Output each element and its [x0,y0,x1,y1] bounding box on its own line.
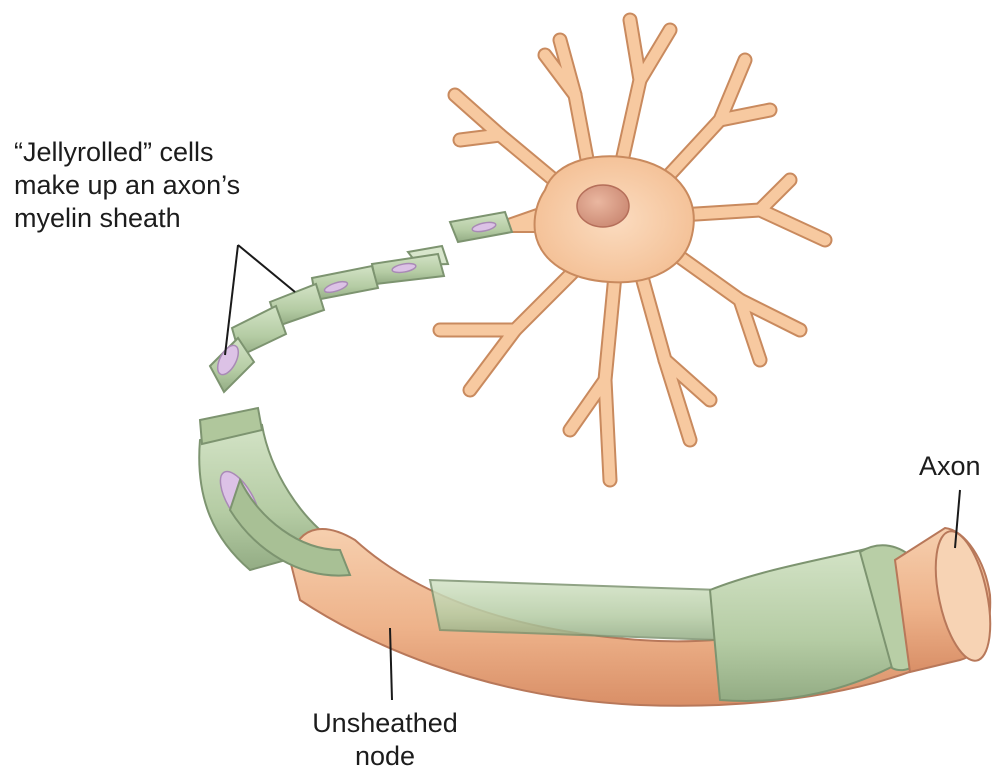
myelin-sheath-label-line-2: make up an axon’s [14,169,240,202]
nucleus [577,185,629,227]
axon-core [230,480,1000,706]
unsheathed-node-label: Unsheathed node [300,707,470,773]
unsheathed-node-label-line-2: node [300,740,470,773]
myelin-leader-line-1 [238,245,295,292]
unsheathed-node-label-line-1: Unsheathed [300,707,470,740]
myelin-sheath-label-line-3: myelin sheath [14,202,240,235]
cell-body [535,156,694,282]
myelin-sheath-label-line-1: “Jellyrolled” cells [14,136,240,169]
axon-label: Axon [919,450,981,483]
myelin-sheath-label: “Jellyrolled” cells make up an axon’s my… [14,136,240,235]
